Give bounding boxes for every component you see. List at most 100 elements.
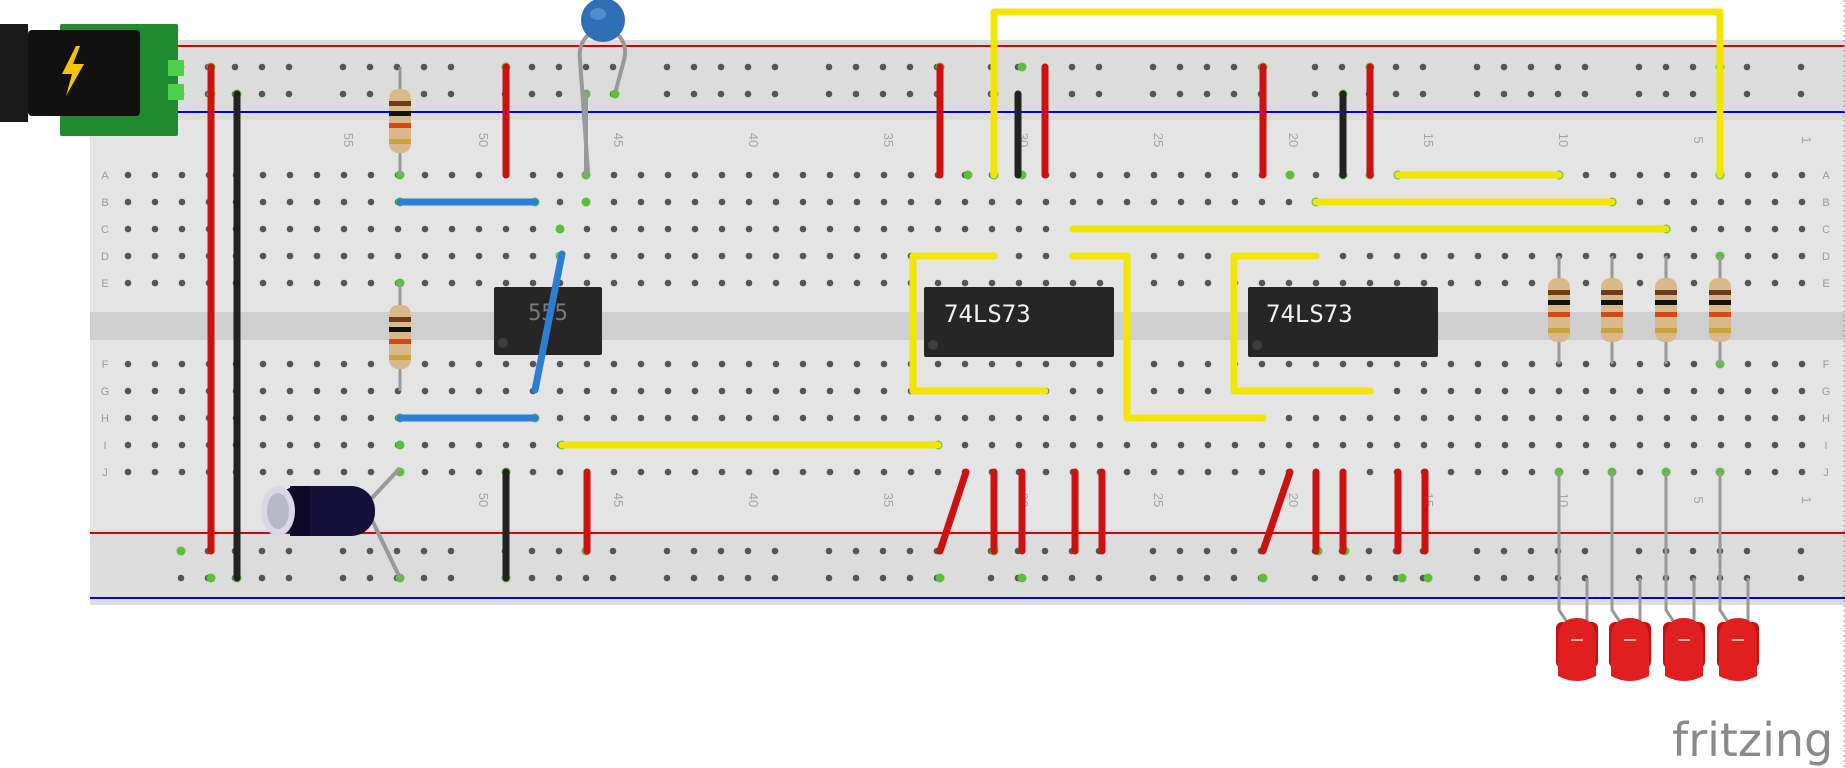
column-number: 35 <box>881 133 896 147</box>
rail-hole <box>663 547 671 555</box>
hole <box>178 468 186 476</box>
rail-hole <box>852 63 860 71</box>
resistor-band <box>1655 312 1677 317</box>
hole <box>1771 279 1779 287</box>
hole <box>1474 441 1482 449</box>
hole <box>1474 387 1482 395</box>
hole <box>853 198 861 206</box>
active-hole <box>1423 573 1433 583</box>
hole <box>367 279 375 287</box>
hole <box>502 225 510 233</box>
rail-hole <box>1203 547 1211 555</box>
hole <box>799 468 807 476</box>
rail-hole <box>1527 63 1535 71</box>
hole <box>151 198 159 206</box>
column-number: 1 <box>1799 496 1814 503</box>
active-hole <box>1017 573 1027 583</box>
hole <box>799 387 807 395</box>
row-letter-left: C <box>101 224 109 236</box>
hole <box>1636 468 1644 476</box>
led <box>1611 618 1649 681</box>
hole <box>1042 225 1050 233</box>
hole <box>988 198 996 206</box>
hole <box>1690 198 1698 206</box>
hole <box>1069 198 1077 206</box>
hole <box>772 468 780 476</box>
active-hole <box>610 89 620 99</box>
hole <box>1231 468 1239 476</box>
hole <box>1663 414 1671 422</box>
rail-hole <box>339 547 347 555</box>
hole <box>1312 441 1320 449</box>
hole <box>772 252 780 260</box>
rail-hole <box>1473 547 1481 555</box>
resistor-band <box>1601 300 1623 305</box>
hole <box>1690 414 1698 422</box>
hole <box>259 468 267 476</box>
hole <box>691 468 699 476</box>
rail-hole <box>771 574 779 582</box>
hole <box>1339 414 1347 422</box>
rail-hole <box>231 63 239 71</box>
rail-hole <box>1473 90 1481 98</box>
hole <box>1366 468 1374 476</box>
leds <box>1556 472 1759 681</box>
hole <box>529 279 537 287</box>
hole <box>124 198 132 206</box>
hole <box>340 252 348 260</box>
hole <box>745 387 753 395</box>
rail-hole <box>339 574 347 582</box>
hole <box>1447 360 1455 368</box>
hole <box>421 387 429 395</box>
hole <box>745 360 753 368</box>
hole <box>583 360 591 368</box>
hole <box>1204 468 1212 476</box>
hole <box>1798 252 1806 260</box>
hole <box>1474 468 1482 476</box>
hole <box>826 414 834 422</box>
hole <box>1258 198 1266 206</box>
rail-hole <box>1311 63 1319 71</box>
rail-hole <box>1095 90 1103 98</box>
hole <box>853 414 861 422</box>
hole <box>637 468 645 476</box>
rail-hole <box>1797 574 1805 582</box>
hole <box>826 225 834 233</box>
row-letter-right: D <box>1822 251 1830 263</box>
hole <box>961 441 969 449</box>
rail-hole <box>987 574 995 582</box>
hole <box>1204 387 1212 395</box>
hole <box>1015 198 1023 206</box>
hole <box>1501 360 1509 368</box>
hole <box>151 225 159 233</box>
hole <box>475 360 483 368</box>
hole <box>475 468 483 476</box>
hole <box>1744 279 1752 287</box>
hole <box>1690 279 1698 287</box>
hole <box>718 198 726 206</box>
flipflop-chip-2: 74LS73 <box>1248 287 1438 357</box>
hole <box>1204 441 1212 449</box>
rail-hole <box>1797 90 1805 98</box>
hole <box>1366 252 1374 260</box>
rail-hole <box>555 90 563 98</box>
hole <box>799 225 807 233</box>
hole <box>1474 279 1482 287</box>
rail-hole <box>771 63 779 71</box>
hole <box>1636 171 1644 179</box>
hole <box>1339 252 1347 260</box>
hole <box>610 279 618 287</box>
hole <box>1150 441 1158 449</box>
hole <box>367 387 375 395</box>
hole <box>583 414 591 422</box>
hole <box>178 225 186 233</box>
rail-hole <box>1068 63 1076 71</box>
hole <box>1339 441 1347 449</box>
hole <box>448 468 456 476</box>
hole <box>1690 468 1698 476</box>
hole <box>691 414 699 422</box>
hole <box>1177 171 1185 179</box>
active-hole <box>176 546 186 556</box>
hole <box>799 252 807 260</box>
row-letter-right: E <box>1822 278 1829 290</box>
